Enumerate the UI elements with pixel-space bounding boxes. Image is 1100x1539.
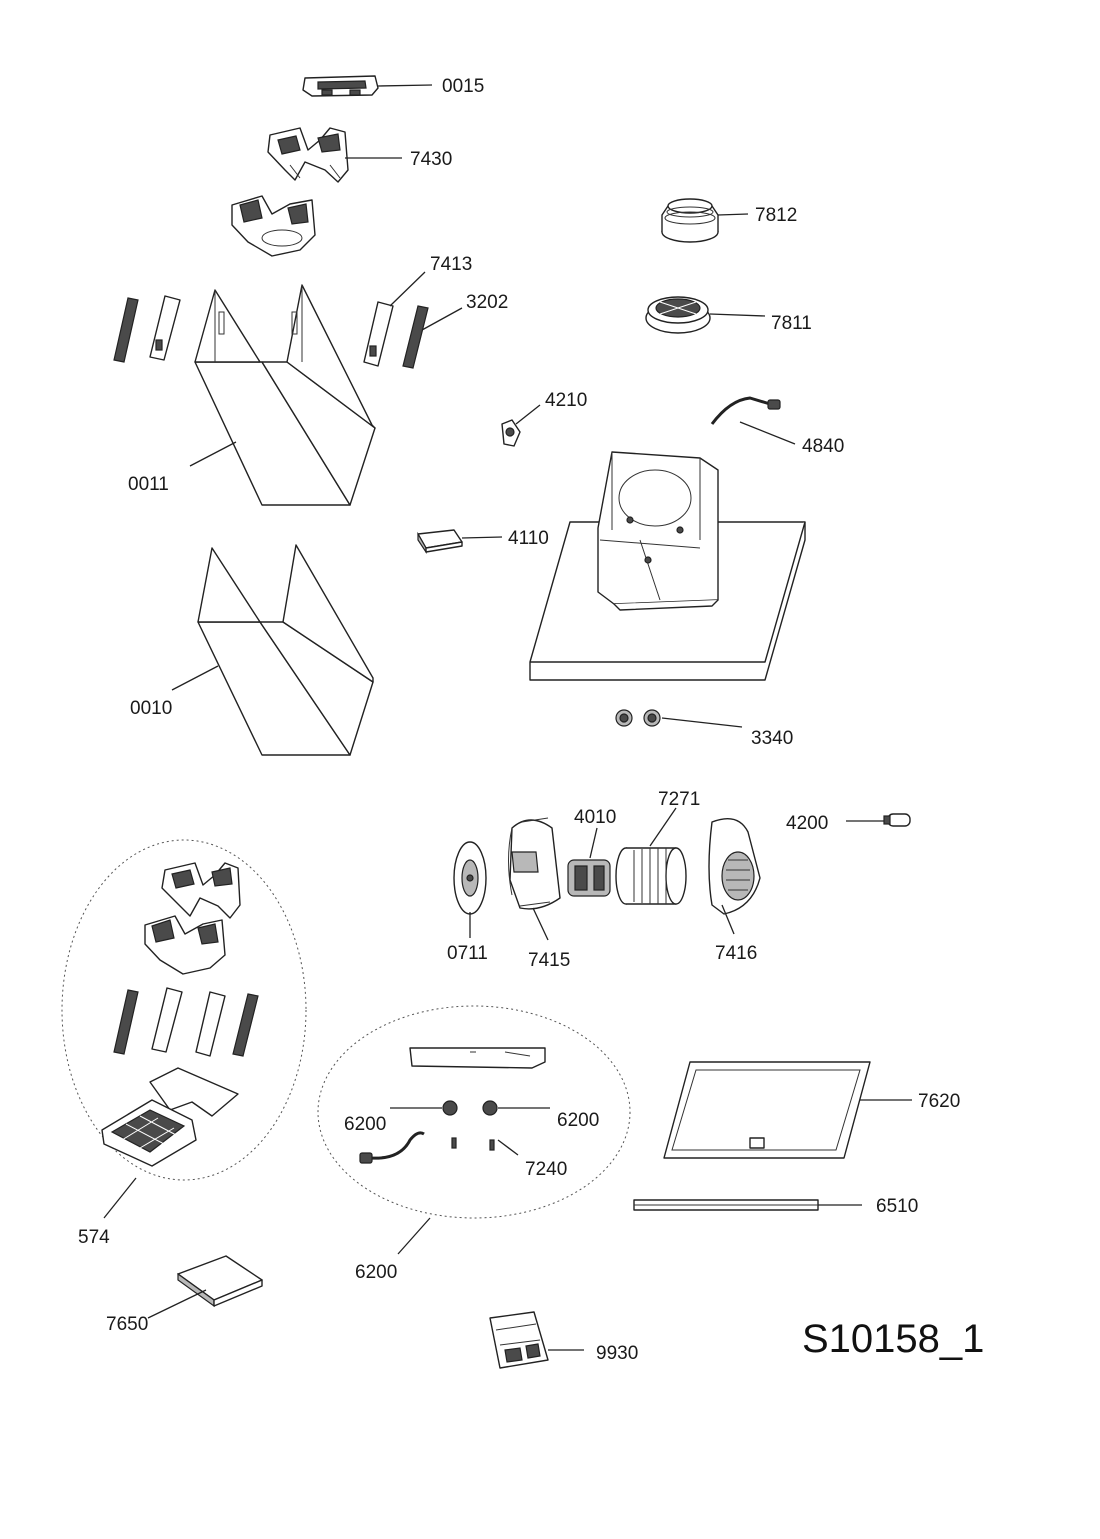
leader-7413 (389, 271, 426, 307)
label-0010: 0010 (130, 698, 172, 719)
part-7650-booklet (177, 1255, 263, 1308)
part-7413-bracket-left (149, 295, 181, 361)
leader-7415 (532, 907, 549, 941)
leader-7240 (497, 1139, 519, 1156)
part-0010-lower-chimney (197, 544, 374, 756)
group-574-outline (61, 839, 307, 1181)
part-7430-upper-bracket (267, 127, 349, 183)
part-4840-cable (710, 396, 781, 425)
label-7271: 7271 (658, 789, 700, 810)
part-4200-capacitor (883, 813, 911, 827)
leader-3202 (421, 307, 463, 331)
leader-7416 (721, 904, 735, 935)
part-4110-transformer (417, 529, 463, 554)
label-3202: 3202 (466, 292, 508, 313)
label-4210: 4210 (545, 390, 587, 411)
leader-3340 (661, 717, 743, 728)
label-4840: 4840 (802, 436, 844, 457)
part-3202-bracket-right (402, 305, 429, 369)
part-6510-profile (633, 1199, 819, 1211)
leader-7650 (147, 1289, 207, 1319)
label-7650: 7650 (106, 1314, 148, 1335)
part-7811-valve (645, 296, 711, 334)
label-9930: 9930 (596, 1343, 638, 1364)
leader-574 (103, 1177, 137, 1219)
label-3340: 3340 (751, 728, 793, 749)
label-7430: 7430 (410, 149, 452, 170)
label-7812: 7812 (755, 205, 797, 226)
group-574-parts (101, 862, 259, 1167)
leader-7811 (709, 313, 766, 317)
leader-0015 (377, 84, 433, 87)
label-7811: 7811 (771, 313, 812, 334)
leader-7271 (649, 807, 677, 847)
part-0711-plate (453, 841, 487, 915)
part-3340-lamps (615, 709, 661, 727)
leader-4110 (461, 536, 503, 539)
leader-4210 (515, 404, 541, 425)
part-7812-duct-collar (661, 198, 719, 243)
group-6200-parts (359, 1047, 546, 1164)
label-7415: 7415 (528, 950, 570, 971)
leader-4010 (589, 827, 598, 859)
label-0015: 0015 (442, 76, 484, 97)
leader-4840 (739, 421, 796, 445)
label-7620: 7620 (918, 1091, 960, 1112)
label-0011: 0011 (128, 474, 169, 495)
part-0011-upper-chimney (194, 284, 376, 506)
leader-0011 (189, 441, 237, 467)
leader-6200-group (397, 1217, 431, 1255)
label-4200: 4200 (786, 813, 828, 834)
part-0015-bracket (302, 75, 379, 97)
label-6200-group: 6200 (355, 1262, 397, 1283)
label-7240: 7240 (525, 1159, 567, 1180)
part-7271-impeller (615, 847, 687, 905)
part-4010-motor (567, 859, 611, 897)
part-4210-switch (501, 419, 521, 447)
leader-7812 (717, 213, 749, 216)
label-0711: 0711 (447, 943, 488, 964)
part-7415-housing (508, 817, 561, 910)
label-7416: 7416 (715, 943, 757, 964)
label-6200-left: 6200 (344, 1114, 386, 1135)
part-7416-housing (708, 818, 761, 915)
part-7620-filter (663, 1061, 871, 1159)
label-4010: 4010 (574, 807, 616, 828)
label-574: 574 (78, 1227, 110, 1248)
label-6200-right: 6200 (557, 1110, 599, 1131)
part-7413-bracket-right (363, 301, 394, 367)
diagram-code: S10158_1 (802, 1317, 984, 1361)
label-6510: 6510 (876, 1196, 918, 1217)
part-lower-bracket (231, 195, 316, 257)
label-7413: 7413 (430, 254, 472, 275)
group-6200-outline (317, 1005, 631, 1219)
part-9930-bag (489, 1311, 549, 1369)
label-4110: 4110 (508, 528, 549, 549)
part-3202-bracket-left (113, 297, 139, 363)
part-hood-body (529, 451, 806, 681)
leader-0010 (171, 665, 219, 691)
